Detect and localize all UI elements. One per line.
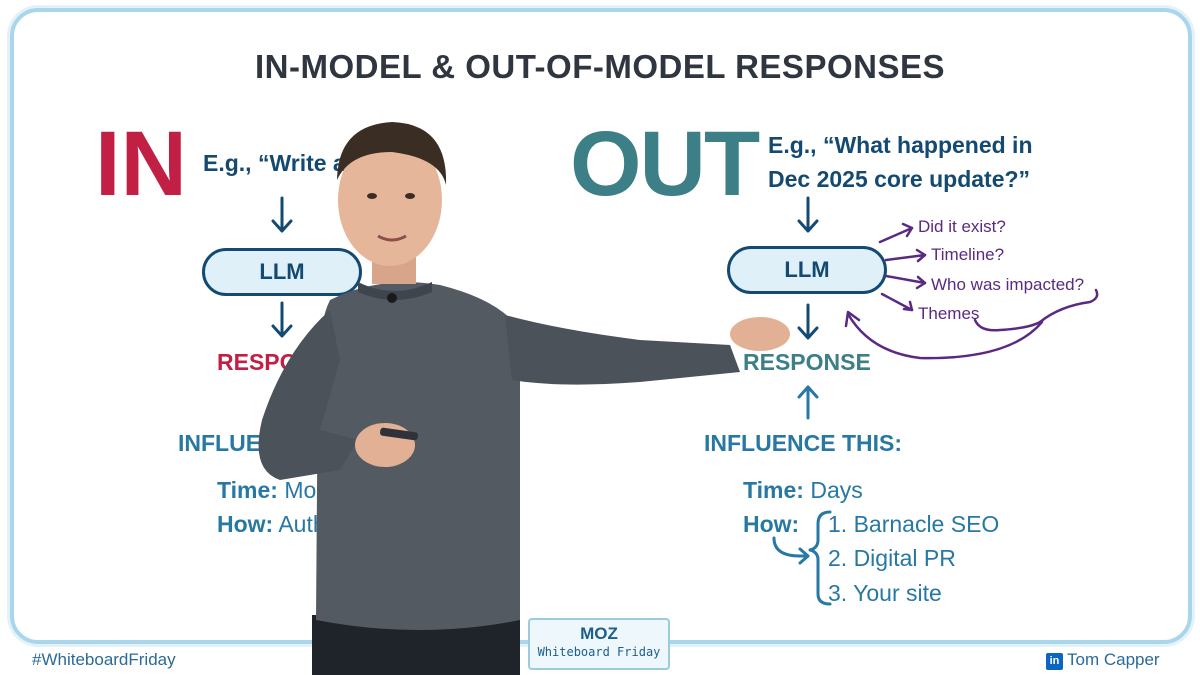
how-item-your-site: 3. Your site (828, 580, 942, 606)
in-how-label: How: (217, 511, 274, 537)
question-exist: Did it exist? (918, 217, 1006, 236)
how-item-digital-pr: 2. Digital PR (828, 545, 956, 571)
out-response: RESPONSE (743, 349, 871, 375)
arrow-to-exist-icon (878, 222, 914, 244)
out-example-line1: E.g., “What happened in (768, 132, 1033, 158)
how-bracket-icon (808, 510, 832, 606)
out-how-label: How: (743, 511, 800, 537)
moz-logo: MOZ (580, 624, 618, 643)
out-influence: INFLUENCE THIS: (704, 430, 903, 456)
question-themes: Themes (918, 304, 980, 323)
arrow-to-timeline-icon (884, 248, 927, 263)
in-heading: IN (95, 113, 187, 215)
out-time: Time: Days (743, 477, 863, 504)
page-title: IN-MODEL & OUT-OF-MODEL RESPONSES (255, 48, 945, 85)
out-llm-box: LLM (727, 246, 887, 294)
hashtag: #WhiteboardFriday (32, 650, 176, 669)
whiteboard-friday-badge: MOZ Whiteboard Friday (528, 618, 670, 670)
in-time-label: Time: (217, 477, 278, 503)
question-impacted: Who was impacted? (931, 275, 1085, 294)
in-llm-box: LLM (202, 248, 362, 296)
how-curved-arrow-icon (772, 536, 810, 565)
how-item-barnacle-seo: 1. Barnacle SEO (828, 511, 1000, 537)
feedback-loop-arrow-icon (844, 310, 1044, 360)
out-up-arrow-icon (797, 385, 819, 420)
themes-brace-icon (973, 288, 1099, 332)
series-name: Whiteboard Friday (537, 645, 661, 659)
out-example: E.g., “What happened in Dec 2025 core up… (768, 128, 1033, 196)
author-name: Tom Capper (1067, 650, 1160, 669)
out-down-arrow-2-icon (797, 303, 819, 340)
in-down-arrow-icon (271, 196, 293, 233)
arrow-to-themes-icon (880, 292, 914, 312)
out-time-label: Time: (743, 477, 804, 503)
out-heading: OUT (570, 113, 760, 215)
question-timeline: Timeline? (931, 245, 1005, 264)
out-example-line2: Dec 2025 core update?” (768, 166, 1031, 192)
in-down-arrow-2-icon (271, 301, 293, 338)
out-time-value: Days (810, 477, 863, 503)
out-down-arrow-icon (797, 196, 819, 233)
linkedin-icon: in (1046, 653, 1063, 670)
arrow-to-impacted-icon (884, 274, 927, 290)
